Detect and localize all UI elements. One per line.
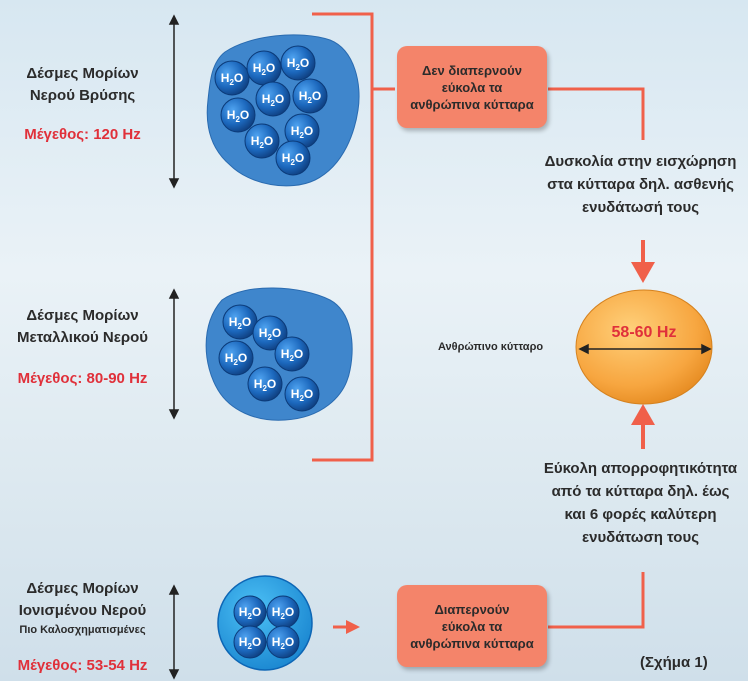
h2o-label: H2O	[251, 134, 273, 150]
water-molecule	[275, 140, 311, 176]
tap-water-title: Δέσμες Μορίων Νερού Βρύσης	[26, 65, 139, 104]
h2o-label: H2O	[254, 377, 276, 393]
cell-size-arrow	[578, 343, 712, 355]
ionized-water-cluster	[217, 575, 313, 671]
h2o-label: H2O	[225, 351, 247, 367]
h2o-label: H2O	[239, 635, 261, 651]
cell-frequency: 58-60 Hz	[612, 324, 677, 341]
water-molecule	[233, 625, 267, 659]
arrow-ionized-to-box	[333, 620, 360, 634]
water-molecule	[244, 123, 280, 159]
h2o-label: H2O	[262, 92, 284, 108]
size-arrow-middle	[168, 288, 180, 420]
size-arrow-top	[168, 14, 180, 189]
mineral-water-title: Δέσμες Μορίων Μεταλλικού Νερού	[16, 307, 148, 346]
water-molecule	[247, 366, 283, 402]
water-molecule	[292, 78, 328, 114]
ionized-water-size: Μέγεθος: 53-54 Hz	[17, 657, 148, 674]
ionized-water-subtitle: Πιο Καλοσχηματισμένες	[19, 624, 146, 636]
tap-water-size: Μέγεθος: 120 Hz	[24, 126, 141, 143]
h2o-label: H2O	[259, 326, 281, 342]
h2o-label: H2O	[282, 151, 304, 167]
water-molecule	[218, 340, 254, 376]
h2o-label: H2O	[291, 387, 313, 403]
no-penetration-box: Δεν διαπερνούν εύκολα τα ανθρώπινα κύττα…	[397, 46, 547, 128]
h2o-label: H2O	[272, 635, 294, 651]
h2o-label: H2O	[287, 56, 309, 72]
h2o-label: H2O	[229, 315, 251, 331]
h2o-label: H2O	[291, 124, 313, 140]
water-molecule	[266, 625, 300, 659]
penetration-box: Διαπερνούν εύκολα τα ανθρώπινα κύτταρα	[397, 585, 547, 667]
ionized-water-title: Δέσμες Μορίων Ιονισμένου Νερού Πιο Καλοσ…	[10, 578, 155, 638]
h2o-label: H2O	[299, 89, 321, 105]
figure-label: (Σχήμα 1)	[640, 654, 708, 671]
human-cell	[575, 289, 713, 405]
arrow-to-cell-top	[631, 240, 655, 283]
connector-top	[548, 87, 645, 140]
h2o-label: H2O	[281, 347, 303, 363]
water-molecule	[274, 336, 310, 372]
h2o-label: H2O	[227, 108, 249, 124]
water-molecule	[220, 97, 256, 133]
h2o-label: H2O	[253, 61, 275, 77]
connector-bottom	[548, 572, 645, 629]
h2o-label: H2O	[239, 605, 261, 621]
h2o-label: H2O	[272, 605, 294, 621]
human-cell-label: Ανθρώπινο κύτταρο	[438, 341, 544, 353]
h2o-label: H2O	[221, 71, 243, 87]
water-molecule	[284, 376, 320, 412]
size-arrow-bottom	[168, 584, 180, 680]
difficulty-text: Δυσκολία στην εισχώρηση στα κύτταρα δηλ.…	[544, 153, 737, 216]
water-molecule	[252, 315, 288, 351]
water-molecule	[214, 60, 250, 96]
bracket-line	[312, 12, 395, 462]
easy-absorption-text: Εύκολη απορροφητικότητα από τα κύτταρα δ…	[543, 460, 738, 546]
water-molecule	[255, 81, 291, 117]
mineral-water-size: Μέγεθος: 80-90 Hz	[17, 370, 148, 387]
water-molecule	[280, 45, 316, 81]
arrow-to-cell-bottom	[631, 404, 655, 449]
